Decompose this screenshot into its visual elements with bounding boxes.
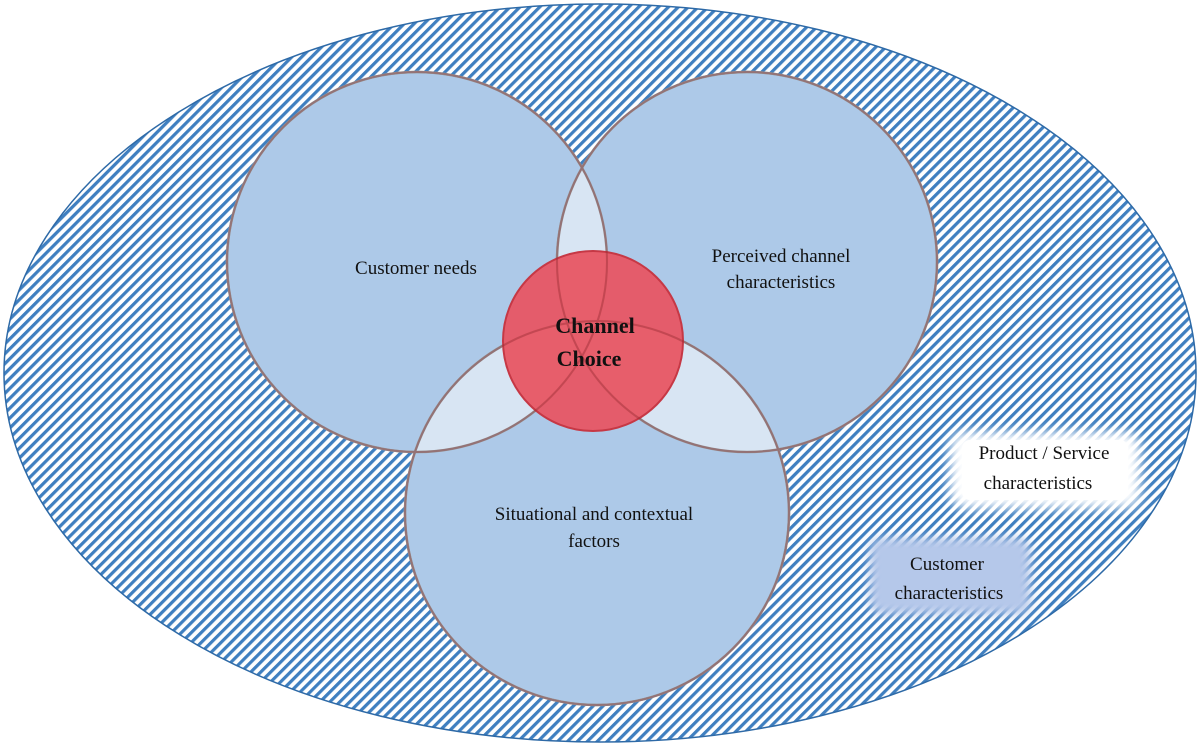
product-service-box-core [962,440,1128,500]
overlap-needs-situational [405,321,607,452]
overlap-perceived-situational [557,321,789,452]
situational-label-line1: Situational and contextual [495,504,693,525]
channel-choice-label-line2: Choice [557,346,622,371]
product-service-label-line1: Product / Service [979,443,1110,464]
customer-characteristics-label-line2: characteristics [895,583,1004,604]
channel-choice-label-line1: Channel [555,313,634,338]
channel-choice-circle [502,250,684,432]
perceived-channel-label-line2: characteristics [727,272,836,293]
situational-label-line2: factors [568,531,620,552]
product-service-label-line2: characteristics [984,473,1093,494]
center-outline-perceived [556,71,938,453]
center-outline-needs [226,71,608,453]
customer-characteristics-label-line1: Customer [910,554,985,575]
perceived-channel-label-line1: Perceived channel [712,246,851,267]
center-outline-situational [404,320,790,706]
customer-needs-label: Customer needs [355,258,477,279]
customer-characteristics-box [870,538,1030,614]
